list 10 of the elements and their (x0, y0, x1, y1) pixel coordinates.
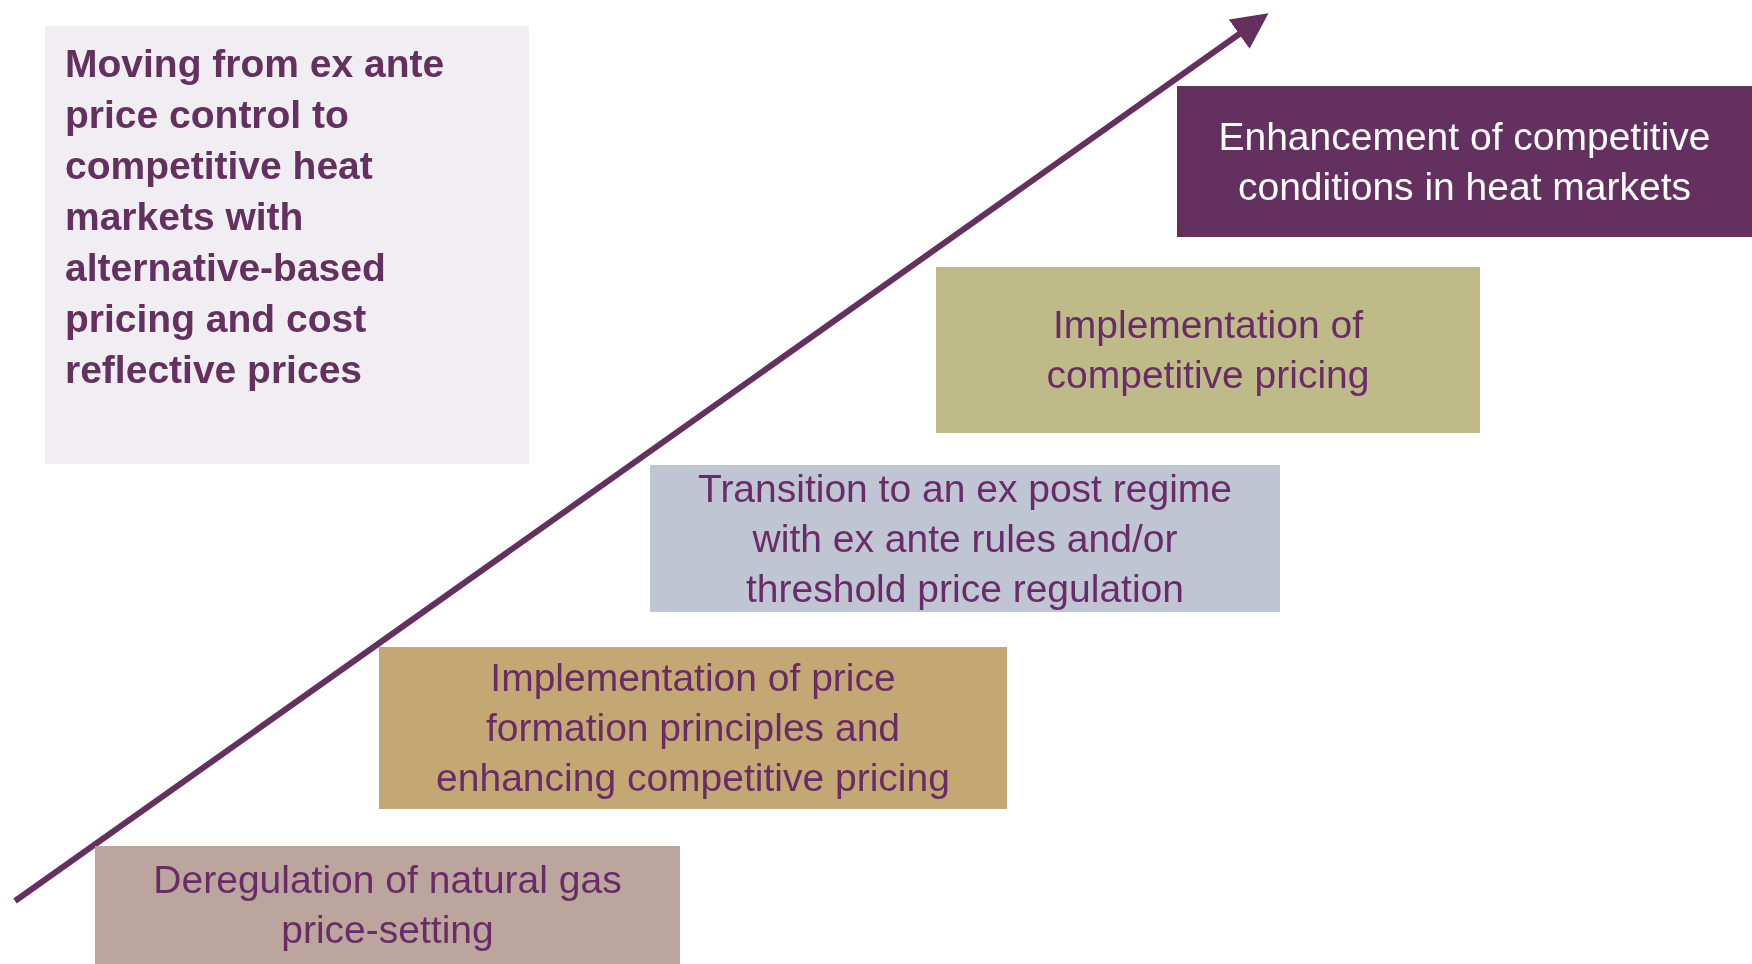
step-box (95, 846, 680, 964)
step-label: Transition to an ex post regime with ex ante rules and/or threshold price regulation (697, 465, 1233, 612)
step-label: Implementation of price formation principles and enhancing competitive pricing (435, 655, 951, 801)
step-box (1177, 86, 1752, 237)
step-label: Implementation of competitive pricing (1045, 302, 1371, 398)
step-label: Enhancement of competitive conditions in heat markets (1217, 113, 1712, 210)
heading-text: Moving from ex ante price control to competitive heat markets with alternative-based pricing and cost reflective prices (65, 41, 446, 393)
step-box (936, 267, 1480, 433)
step-label: Deregulation of natural gas price-setting (152, 857, 623, 953)
step-box (379, 647, 1007, 809)
